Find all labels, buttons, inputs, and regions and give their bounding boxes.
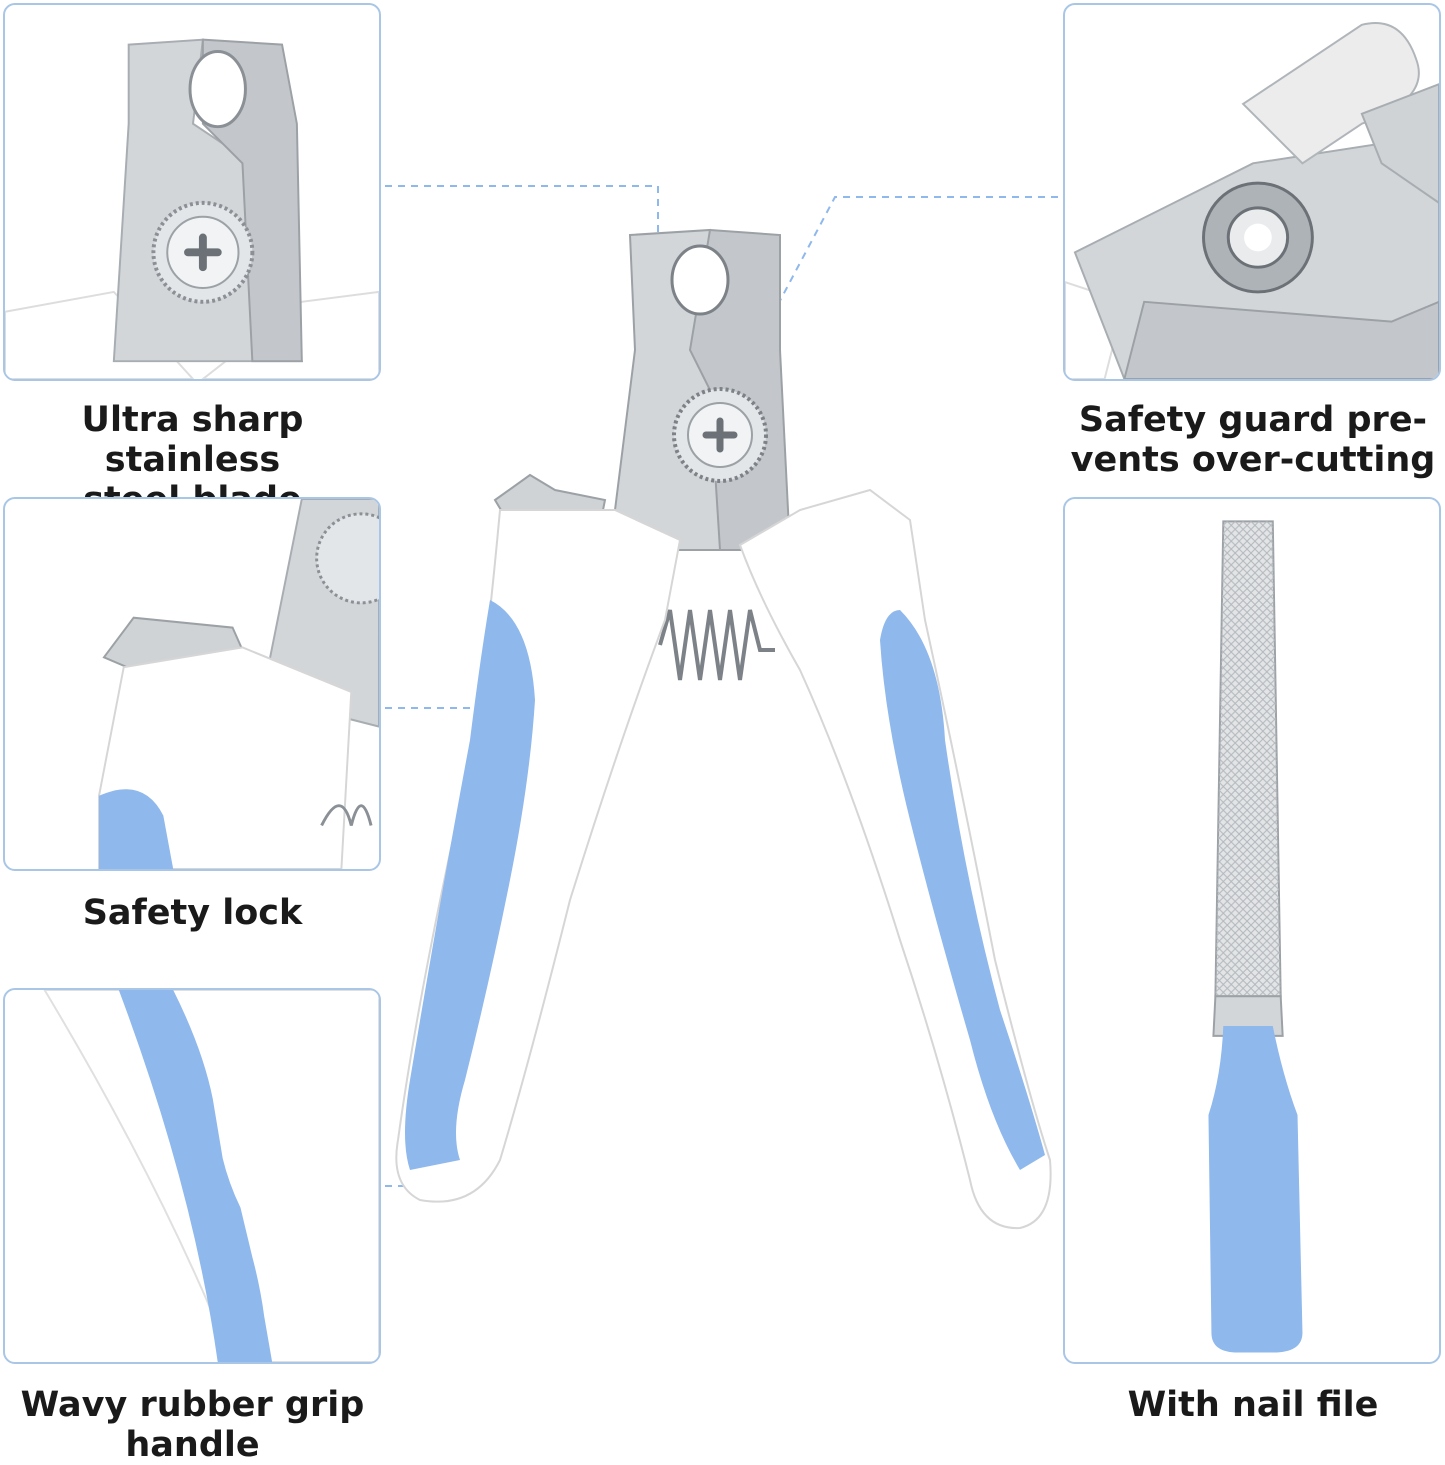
nail-file-panel — [1063, 497, 1441, 1364]
lock-closeup-image — [98, 499, 379, 869]
guard-detail-panel — [1063, 3, 1441, 381]
lock-caption: Safety lock — [82, 893, 303, 933]
grip-detail-panel — [3, 988, 381, 1364]
nail-file-image — [1208, 520, 1303, 1353]
nail-clipper-image — [395, 228, 1052, 1230]
grip-caption: Wavy rubber grip handle — [20, 1385, 365, 1465]
grip-closeup-image — [43, 990, 379, 1362]
blade-detail-panel — [3, 3, 381, 381]
guard-closeup-image — [1065, 22, 1439, 379]
blade-closeup-image — [5, 38, 379, 379]
lock-detail-panel — [3, 497, 381, 871]
guard-caption: Safety guard pre- vents over-cutting — [1070, 400, 1436, 480]
file-caption: With nail file — [1127, 1385, 1379, 1425]
